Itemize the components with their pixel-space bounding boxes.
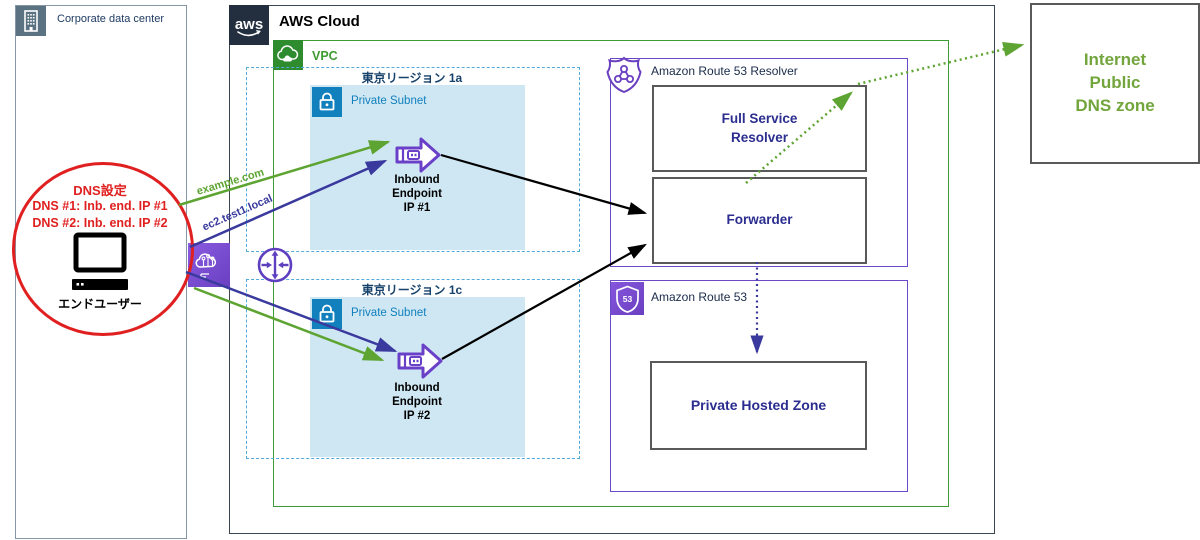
corporate-label: Corporate data center — [57, 13, 165, 25]
forwarder-box: Forwarder — [652, 177, 867, 264]
vpc-router-icon — [256, 246, 294, 284]
building-icon — [16, 6, 46, 36]
subnet-1c-region-label: 東京リージョン 1c — [361, 283, 463, 297]
subnet-1c-region-box — [246, 279, 580, 459]
subnet-1a-region-label: 東京リージョン 1a — [361, 71, 463, 85]
inbound-endpoint-2-icon — [396, 341, 444, 381]
aws-logo-text: aws — [235, 16, 263, 33]
lock-icon — [312, 299, 342, 329]
route53-badge-text: 53 — [623, 294, 633, 304]
inbound-endpoint-1-label: Inbound Endpoint IP #1 — [392, 174, 442, 214]
internet-public-dns-zone-box: Internet Public DNS zone — [1030, 3, 1200, 164]
end-user-monitor-icon — [71, 231, 129, 293]
vpn-gateway-icon — [188, 243, 230, 287]
inbound-endpoint-1-icon — [394, 135, 442, 175]
vpc-cloud-icon — [273, 40, 303, 70]
private-subnet-label-1a: Private Subnet — [351, 95, 427, 107]
private-hosted-zone-box: Private Hosted Zone — [650, 361, 867, 450]
route53-resolver-label: Amazon Route 53 Resolver — [651, 64, 798, 78]
dns-settings-circle — [12, 162, 194, 336]
inbound-endpoint-2-label: Inbound Endpoint IP #2 — [392, 382, 442, 422]
aws-cloud-label: AWS Cloud — [279, 13, 360, 30]
aws-logo-icon: aws — [229, 5, 269, 45]
dns-setting-line-2: DNS #2: Inb. end. IP #2 — [32, 216, 168, 230]
route53-label: Amazon Route 53 — [651, 290, 748, 304]
end-user-label: エンドユーザー — [58, 297, 142, 311]
route53-resolver-icon — [605, 55, 643, 95]
route53-icon: 53 — [611, 282, 644, 315]
vpc-label: VPC — [312, 49, 338, 63]
dns-setting-line-1: DNS #1: Inb. end. IP #1 — [32, 199, 168, 213]
dns-settings-title: DNS設定 — [73, 183, 127, 198]
private-subnet-label-1c: Private Subnet — [351, 307, 427, 319]
lock-icon — [312, 87, 342, 117]
full-service-resolver-box: Full Service Resolver — [652, 85, 867, 172]
route53-box — [610, 280, 908, 492]
